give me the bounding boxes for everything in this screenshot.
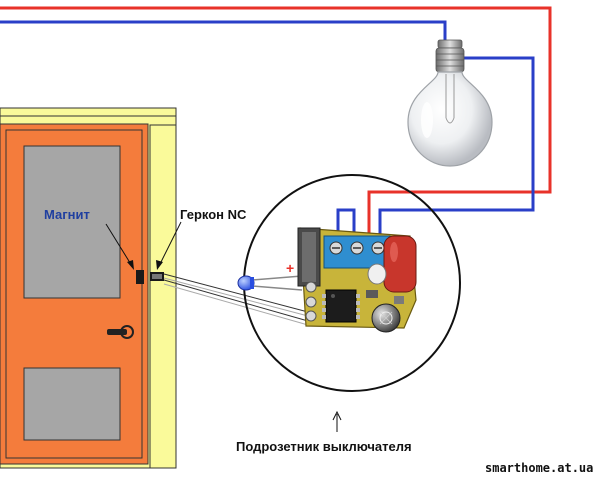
magnet-label: Магнит bbox=[44, 207, 90, 222]
pcb-board bbox=[297, 227, 417, 333]
reed-switch-icon bbox=[150, 272, 164, 281]
magnet-pointer bbox=[105, 223, 134, 270]
red-wire-top bbox=[0, 6, 552, 240]
polarity-plus-label: + bbox=[286, 260, 294, 276]
door-panel-bottom bbox=[23, 367, 121, 441]
terminal-block bbox=[323, 235, 391, 269]
light-bulb-icon bbox=[407, 39, 493, 167]
door bbox=[0, 123, 149, 465]
mains-wires bbox=[0, 6, 552, 240]
reed-pointer bbox=[156, 221, 182, 270]
blue-wire-top bbox=[0, 20, 447, 42]
arrow-up-icon bbox=[332, 410, 342, 432]
reed-switch-label: Геркон NC bbox=[180, 207, 247, 222]
junction-box-label: Подрозетник выключателя bbox=[236, 439, 412, 454]
small-parts bbox=[366, 290, 404, 304]
led-icon bbox=[237, 275, 303, 291]
ic-chip-icon bbox=[322, 289, 360, 323]
magnet-icon bbox=[136, 270, 144, 284]
door-panel-top bbox=[23, 145, 121, 299]
electrolytic-capacitor bbox=[371, 303, 401, 333]
blue-wire-lamp-return bbox=[378, 56, 535, 240]
door-handle-icon bbox=[107, 325, 134, 339]
white-component bbox=[367, 263, 387, 285]
reed-wires bbox=[163, 273, 309, 326]
watermark: smarthome.at.ua bbox=[485, 461, 593, 475]
pcb-pads bbox=[305, 281, 317, 322]
film-capacitor bbox=[383, 235, 417, 293]
blue-wire-feed bbox=[336, 208, 356, 240]
